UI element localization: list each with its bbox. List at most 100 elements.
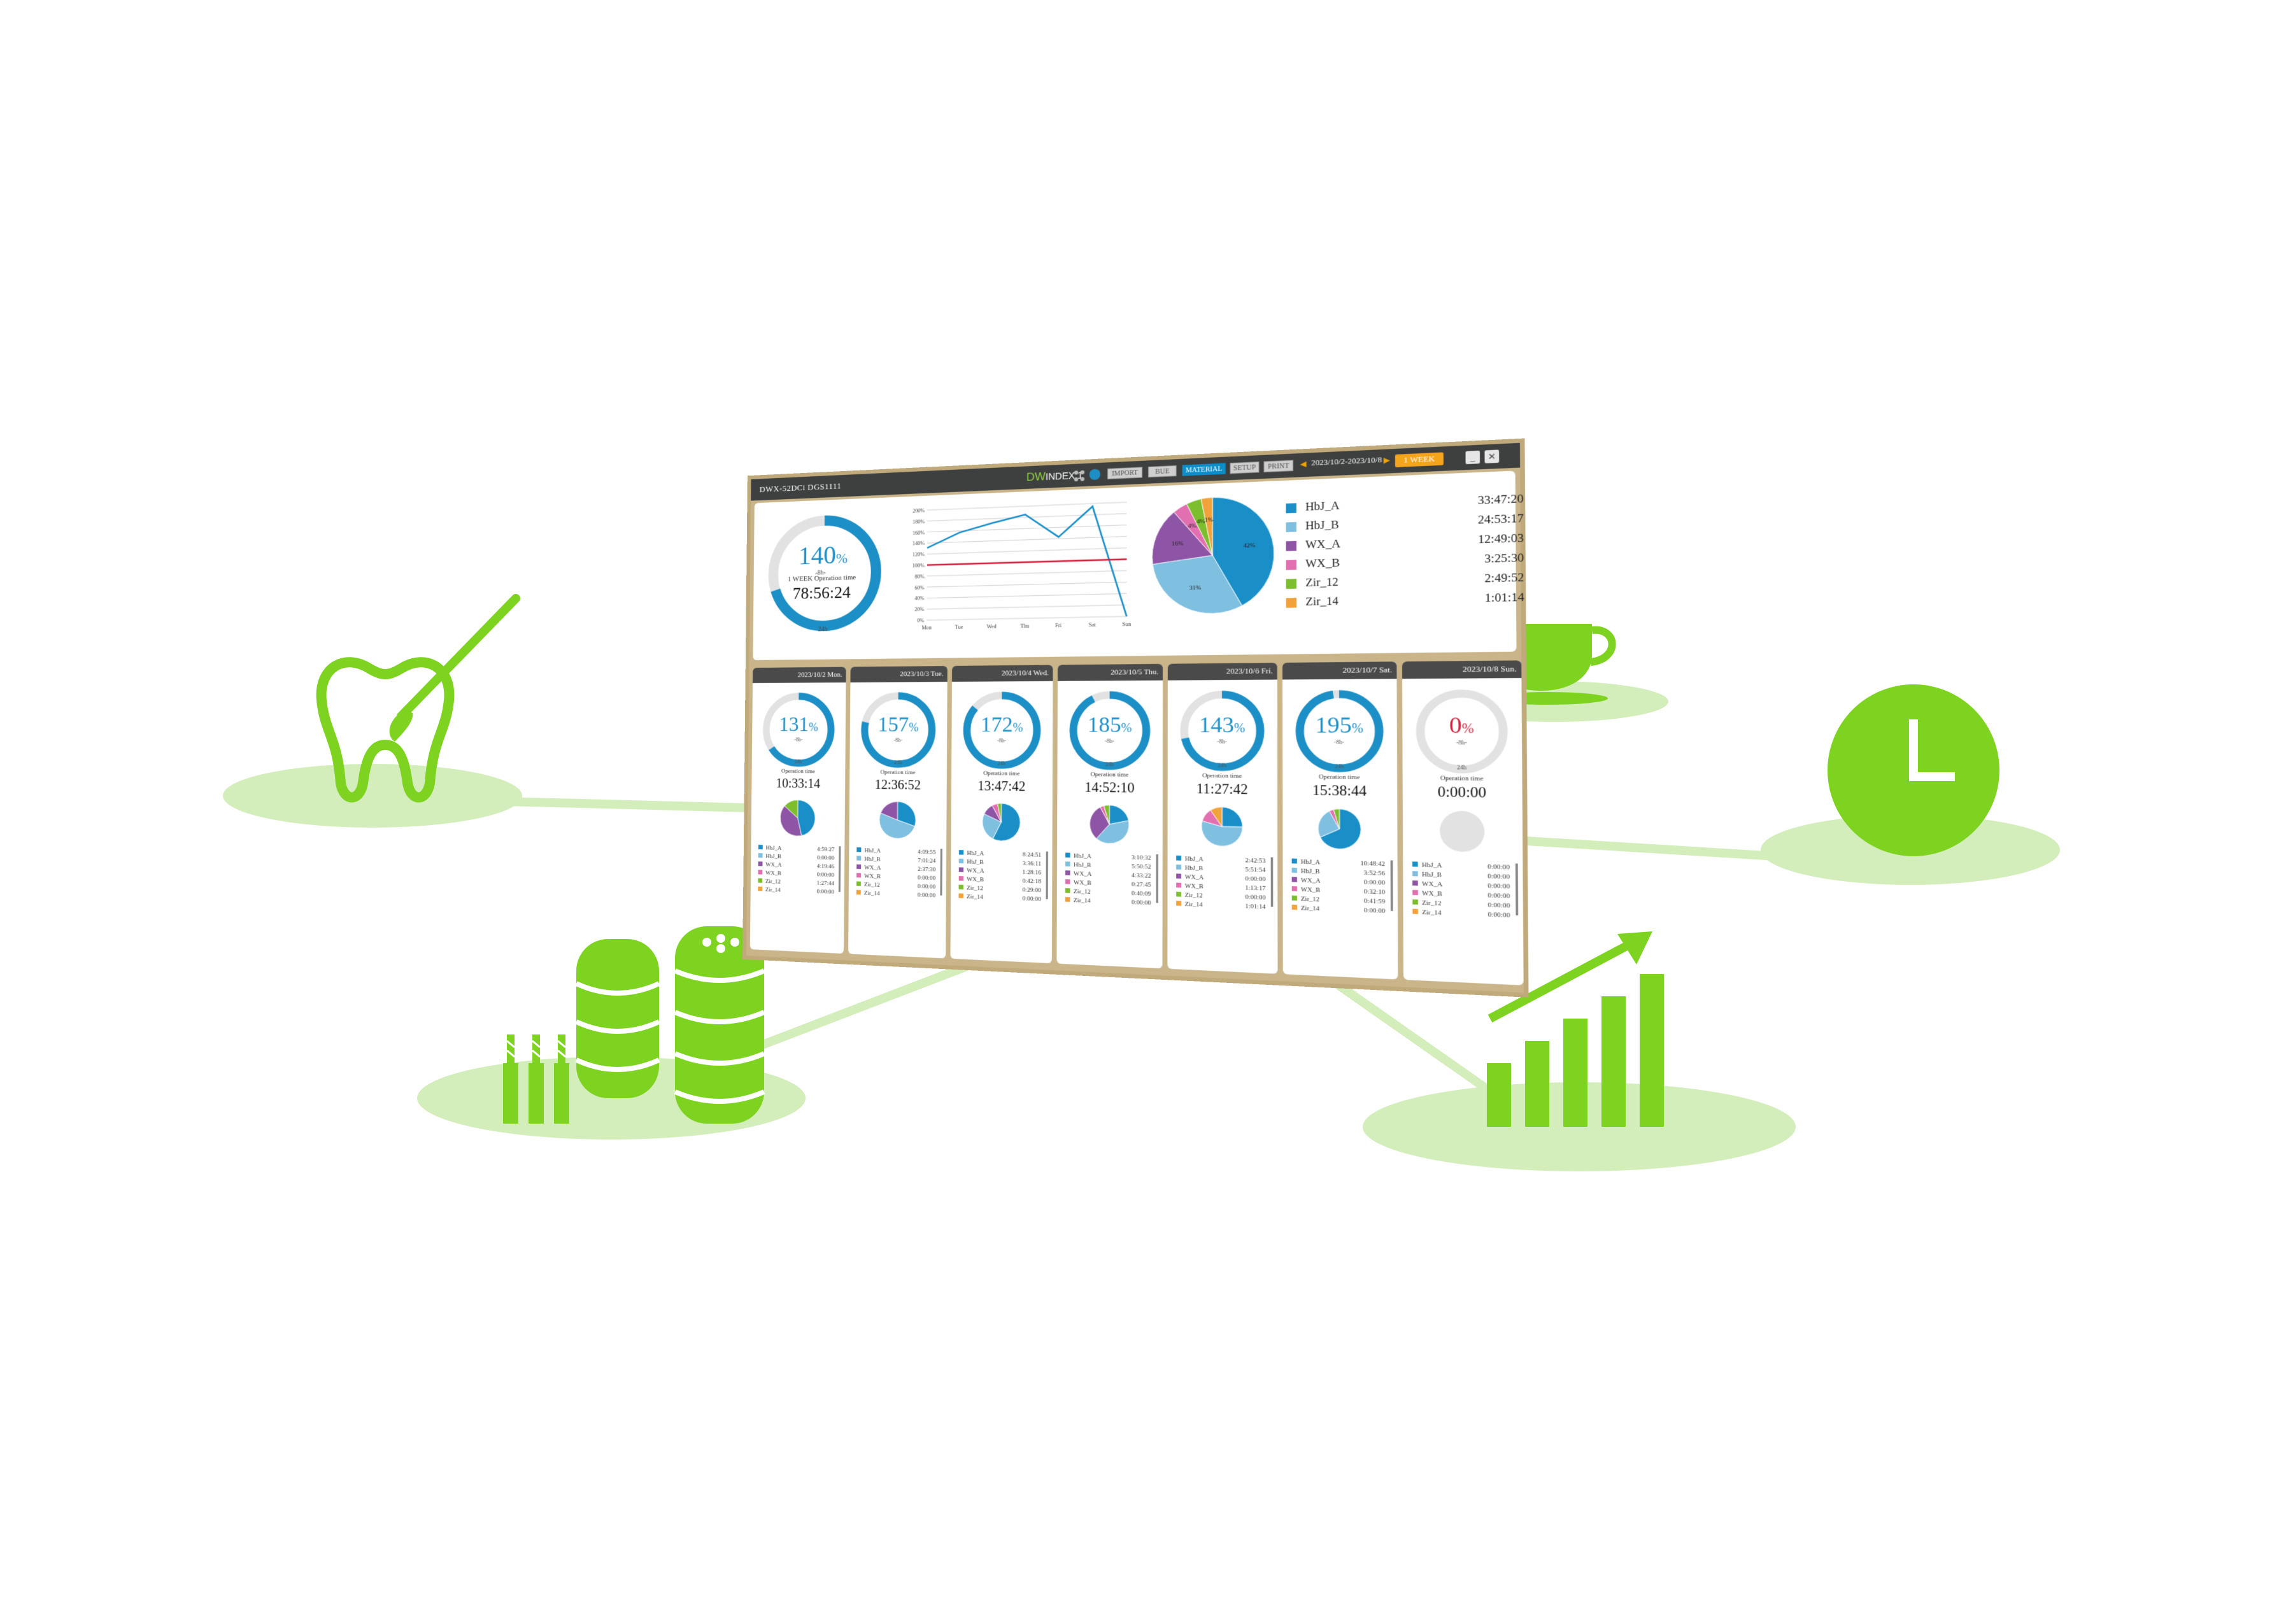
day-op-time: 14:52:10 [1084, 780, 1135, 796]
legend-swatch [1286, 559, 1297, 570]
material-swatch [1291, 858, 1297, 864]
gridline [927, 605, 1126, 609]
day-ring-end-label: 24h [997, 760, 1006, 766]
material-time: 0:00:00 [917, 873, 936, 881]
material-name: HbJ_A [1184, 854, 1203, 863]
material-time: 0:00:00 [1363, 878, 1386, 886]
material-time: 3:36:11 [1022, 859, 1042, 867]
material-time: 10:48:42 [1360, 859, 1386, 867]
material-name: Zir_14 [1073, 896, 1091, 904]
day-op-time: 0:00:00 [1437, 784, 1487, 801]
material-name: Zir_12 [1184, 891, 1203, 899]
day-card-date: 2023/10/8 Sun. [1402, 660, 1522, 679]
day-ratio-value: 195% [1282, 712, 1397, 738]
material-time: 3:10:32 [1131, 853, 1151, 861]
material-name: HbJ_A [1074, 852, 1092, 859]
material-swatch [758, 853, 763, 858]
day-op-label: Operation time [1202, 772, 1242, 780]
day-op-label: Operation time [880, 768, 916, 776]
material-name: Zir_14 [765, 886, 781, 893]
material-name: WX_B [1184, 882, 1203, 890]
day-list-scrollbar[interactable] [1390, 860, 1393, 912]
material-time: 0:40:09 [1131, 889, 1151, 897]
x-tick-label: Mon [922, 625, 932, 631]
material-name: WX_B [967, 875, 984, 883]
material-time: 3:52:56 [1363, 868, 1386, 877]
pie-slice-label: 4% [1196, 518, 1205, 525]
day-hour-mark: -8h- [1217, 738, 1227, 745]
material-pie-chart: 42%31%16%4%4%1% [1148, 491, 1279, 619]
day-list-scrollbar[interactable] [1515, 863, 1519, 915]
nav-setup-button[interactable]: SETUP [1230, 461, 1260, 474]
gridline [927, 616, 1126, 620]
day-ratio-unit: % [1012, 721, 1023, 735]
close-button[interactable]: ✕ [1484, 449, 1500, 463]
material-time: 4:09:55 [918, 847, 936, 856]
material-time: 0:00:00 [1487, 862, 1510, 871]
material-name: Zir_12 [1073, 887, 1091, 895]
nav-material-button[interactable]: MATERIAL [1182, 463, 1226, 476]
material-time: 2:42:53 [1245, 856, 1266, 864]
day-list-scrollbar[interactable] [940, 849, 942, 896]
material-name: Zir_14 [1184, 900, 1203, 908]
day-list-scrollbar[interactable] [1270, 857, 1274, 907]
nav-bue-button[interactable]: BUE [1147, 465, 1177, 478]
day-ratio-number: 0 [1449, 712, 1462, 738]
day-ratio-value: 157% [850, 712, 948, 737]
material-time: 7:01:24 [918, 856, 936, 864]
prev-period-arrow-icon[interactable]: ◀ [1300, 460, 1307, 469]
pie-slice-label: 1% [1205, 516, 1214, 523]
day-ratio-number: 131 [779, 712, 809, 736]
gridline [927, 525, 1126, 532]
globe-icon[interactable] [1089, 469, 1101, 481]
day-ratio-value: 185% [1058, 712, 1163, 738]
day-ratio-number: 195 [1315, 712, 1352, 738]
day-op-time: 13:47:42 [977, 779, 1026, 794]
legend-name: Zir_12 [1305, 575, 1338, 589]
material-name: HbJ_B [1300, 866, 1320, 875]
day-op-time: 11:27:42 [1196, 781, 1248, 798]
day-list-scrollbar[interactable] [1156, 854, 1158, 903]
x-tick-label: Thu [1020, 623, 1029, 629]
legend-swatch [1286, 502, 1296, 513]
date-range-label: 2023/10/2-2023/10/8 [1311, 456, 1382, 468]
material-name: WX_A [967, 866, 984, 874]
material-time: 0:00:00 [1487, 881, 1510, 890]
nav-import-button[interactable]: IMPORT [1107, 467, 1143, 479]
material-swatch [958, 876, 964, 881]
material-name: HbJ_B [1184, 863, 1203, 872]
material-name: WX_B [1073, 878, 1091, 886]
period-select-button[interactable]: 1 WEEK [1395, 452, 1444, 468]
day-list-scrollbar[interactable] [1046, 851, 1049, 900]
pie-slice-label: 31% [1189, 584, 1202, 592]
pie-slice-label: 4% [1188, 522, 1197, 530]
nav-print-button[interactable]: PRINT [1263, 460, 1294, 473]
day-list-scrollbar[interactable] [838, 846, 841, 893]
material-swatch [1176, 873, 1182, 879]
day-ring-end-label: 24h [893, 759, 902, 766]
next-period-arrow-icon[interactable]: ▶ [1383, 456, 1390, 465]
day-hour-mark: -8h- [1456, 739, 1467, 746]
material-swatch [1065, 861, 1070, 867]
pie-slice [780, 806, 802, 837]
material-name: HbJ_A [1421, 861, 1442, 869]
weekly-ratio-unit: % [835, 549, 848, 567]
material-name: HbJ_A [864, 846, 881, 854]
material-time: 4:33:22 [1131, 871, 1151, 879]
material-swatch [856, 864, 862, 870]
day-card-date: 2023/10/4 Wed. [951, 665, 1053, 682]
grid-menu-icon[interactable] [1074, 470, 1085, 482]
weekly-ring-end-label: 24h [818, 626, 828, 633]
minimize-button[interactable]: _ [1465, 450, 1480, 465]
